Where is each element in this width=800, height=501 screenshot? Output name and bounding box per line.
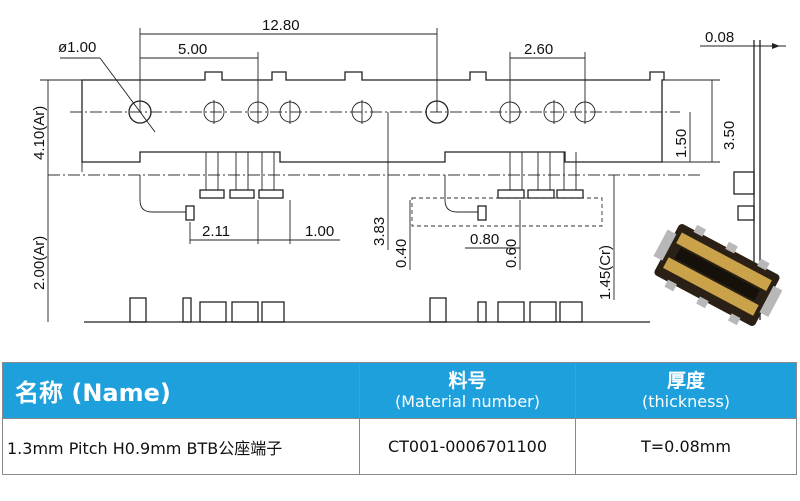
header-material-cn: 料号	[448, 369, 487, 392]
material-number: CT001-0006701100	[359, 418, 576, 475]
center-lines	[48, 111, 700, 176]
dim-height-upper: 3.50	[721, 121, 738, 150]
dim-overall-length: 12.80	[262, 17, 300, 34]
technical-drawing: 12.80 ø1.00 5.00 2.60 0.08 4.10(Ar) 3.50…	[31, 17, 786, 323]
dim-height-total: 4.10(Ar)	[31, 106, 48, 160]
table-row: 1.3mm Pitch H0.9mm BTB公座端子 CT001-0006701…	[2, 418, 797, 475]
spec-table-header: 名称 (Name) 料号 (Material number) 厚度 (thick…	[2, 362, 797, 419]
connector-photo	[653, 224, 783, 326]
header-name: 名称 (Name)	[2, 362, 360, 419]
header-thickness: 厚度 (thickness)	[575, 362, 797, 419]
dim-side-height: 1.45(Cr)	[597, 245, 614, 300]
bottom-pins	[84, 297, 650, 323]
dimension-lines	[40, 28, 720, 322]
thickness-value: T=0.08mm	[575, 418, 797, 475]
header-material-en: (Material number)	[394, 391, 540, 411]
header-thickness-cn: 厚度	[666, 369, 705, 392]
dim-height-lower: 2.00(Ar)	[31, 236, 48, 290]
contacts-left	[139, 152, 284, 221]
contacts-right	[411, 152, 603, 227]
dim-hole-diameter: ø1.00	[58, 39, 96, 56]
dim-pin-spacing: 2.60	[524, 41, 553, 58]
dim-lead-thickness: 0.40	[393, 239, 410, 268]
header-name-en: (Name)	[71, 379, 171, 407]
strip-outline	[81, 71, 665, 172]
header-name-cn: 名称	[15, 379, 63, 407]
dim-thickness-top: 0.08	[705, 29, 734, 46]
dim-pin-offset: 2.11	[202, 223, 230, 240]
dim-lead-width: 0.80	[470, 231, 499, 248]
header-material: 料号 (Material number)	[359, 362, 576, 419]
header-thickness-en: (thickness)	[641, 391, 731, 411]
dim-lead-height: 0.60	[503, 239, 520, 268]
dimension-labels: 12.80 ø1.00 5.00 2.60 0.08 4.10(Ar) 3.50…	[31, 17, 738, 300]
product-name: 1.3mm Pitch H0.9mm BTB公座端子	[2, 418, 360, 475]
dim-height-hole: 1.50	[673, 129, 690, 158]
dim-pitch: 1.00	[305, 223, 334, 240]
spec-table: 名称 (Name) 料号 (Material number) 厚度 (thick…	[2, 362, 797, 475]
dim-hole-pitch: 5.00	[178, 41, 207, 58]
dim-depth: 3.83	[371, 217, 388, 246]
